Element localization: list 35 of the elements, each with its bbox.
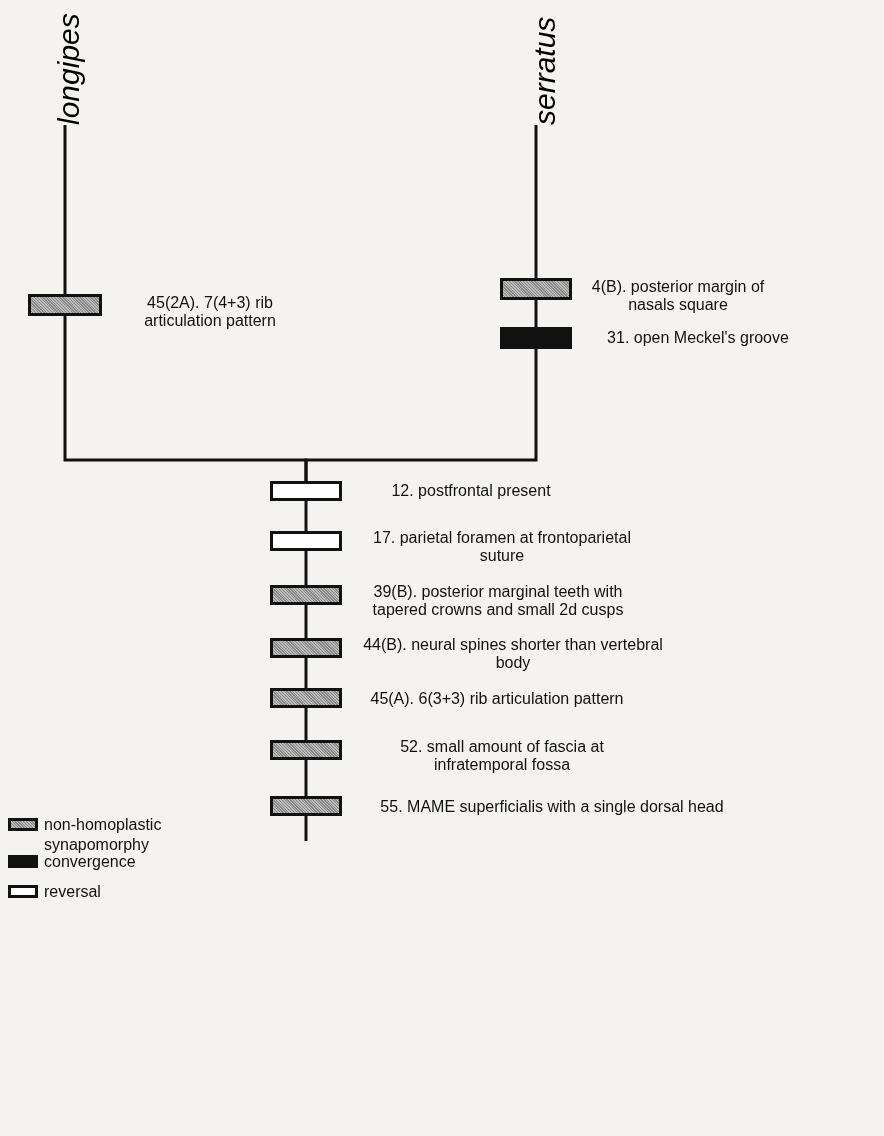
character-label: 12. postfrontal present [390, 482, 552, 500]
branch-line [304, 658, 308, 688]
character-bar [270, 740, 342, 760]
character-label: 45(A). 6(3+3) rib articulation pattern [369, 690, 625, 708]
branch-line [304, 760, 308, 796]
character-bar [270, 796, 342, 816]
taxon-name: longipes [52, 10, 88, 125]
character-label: 31. open Meckel's groove [606, 329, 790, 347]
character-label: 52. small amount of fascia at infratemporal fossa [399, 738, 605, 774]
character-bar [500, 327, 572, 349]
character-bar [270, 638, 342, 658]
character-label: 39(B). posterior marginal teeth with tapered crowns and small 2d cusps [371, 583, 625, 619]
branch-line [63, 125, 67, 294]
character-label: 4(B). posterior margin of nasals square [590, 278, 766, 314]
branch-line [304, 708, 308, 740]
character-bar [270, 531, 342, 551]
character-bar [28, 294, 102, 316]
branch-line [304, 816, 308, 841]
legend-label: convergence [44, 853, 137, 872]
character-label: 55. MAME superficialis with a single dorsal head [379, 798, 725, 816]
branch-line [534, 300, 538, 327]
branch-line [534, 125, 538, 278]
character-bar [270, 688, 342, 708]
character-bar [270, 585, 342, 605]
character-bar [500, 278, 572, 300]
legend-label: reversal [44, 882, 102, 902]
branch-line [304, 349, 538, 481]
branch-line [304, 551, 308, 585]
character-bar [270, 481, 342, 501]
character-label: 44(B). neural spines shorter than vertebral body [362, 636, 664, 672]
branch-line [304, 501, 308, 531]
character-label: 45(2A). 7(4+3) rib articulation pattern [143, 294, 277, 330]
branch-line [304, 605, 308, 638]
taxon-name: serratus [528, 10, 564, 125]
character-label: 17. parietal foramen at frontoparietal suture [372, 529, 632, 565]
